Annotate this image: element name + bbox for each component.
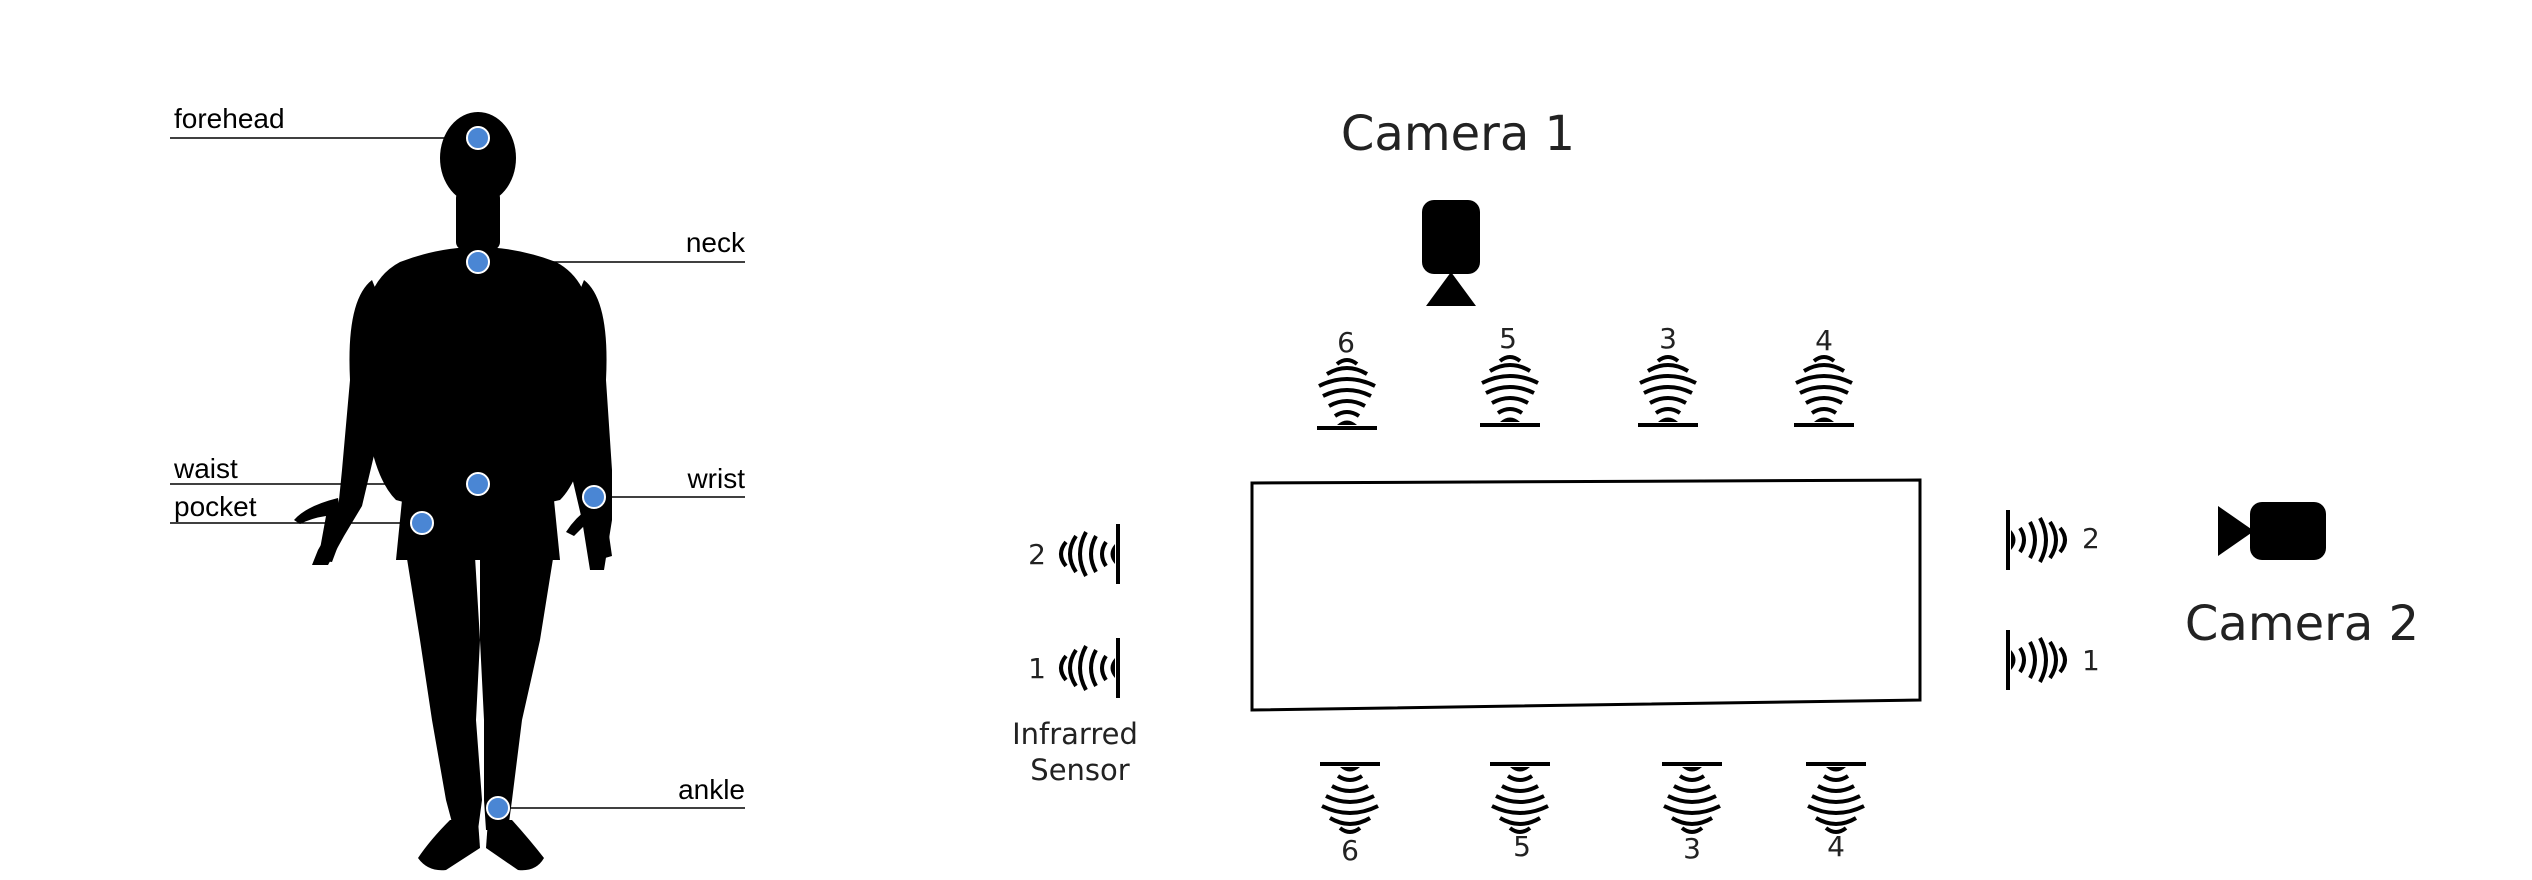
camera-1-label: Camera 1 (1341, 106, 1575, 162)
top-sensor-label: 3 (1659, 322, 1677, 355)
label-pocket: pocket (174, 491, 257, 522)
bottom-sensor-label: 6 (1341, 834, 1359, 867)
camera-1-icon (1422, 200, 1480, 306)
human-silhouette (294, 112, 612, 871)
label-neck: neck (686, 227, 746, 258)
bottom-sensor-label: 5 (1513, 830, 1531, 863)
label-ankle: ankle (678, 774, 745, 805)
sensor-dot-forehead (466, 126, 490, 150)
label-forehead: forehead (174, 103, 285, 134)
wave-sensor-icon (1059, 522, 1120, 586)
wave-sensor-icon (1488, 762, 1552, 834)
infrared-sensor-label: Sensor (1030, 753, 1129, 787)
bottom-sensor-label: 3 (1683, 832, 1701, 865)
label-wrist: wrist (686, 463, 745, 494)
leader-lines (170, 137, 745, 809)
top-sensor-label: 5 (1499, 322, 1517, 355)
sensor-dot-wrist (582, 485, 606, 509)
left-sensor-label: 2 (1028, 538, 1046, 571)
infrared-sensor-label: Infrarred (1012, 717, 1138, 751)
wave-sensor-icon (1318, 762, 1382, 834)
wave-sensor-icon (1478, 355, 1542, 427)
camera-2-label: Camera 2 (2185, 596, 2419, 652)
left-sensors: 2 1 Infrarred Sensor (1012, 522, 1138, 787)
wave-sensor-icon (1660, 762, 1724, 834)
right-sensor-label: 2 (2082, 522, 2100, 555)
top-sensor-label: 6 (1337, 326, 1355, 359)
wave-sensor-icon (1315, 358, 1379, 430)
sensor-dot-neck (466, 250, 490, 274)
left-sensor-label: 1 (1028, 652, 1046, 685)
bottom-sensors: 6 5 3 4 (1318, 762, 1868, 867)
room-outline (1250, 478, 1922, 712)
top-sensor-label: 4 (1815, 324, 1833, 357)
wave-sensor-icon (2006, 508, 2067, 572)
wave-sensor-icon (1804, 762, 1868, 834)
wave-sensor-icon (1792, 355, 1856, 427)
sensor-dot-pocket (410, 511, 434, 535)
sensor-dot-ankle (486, 796, 510, 820)
body-diagram: forehead neck waist pocket wrist ankle (170, 103, 746, 871)
bottom-sensor-label: 4 (1827, 830, 1845, 863)
label-waist: waist (173, 453, 238, 484)
wave-sensor-icon (1636, 355, 1700, 427)
wave-sensor-icon (1059, 636, 1120, 700)
right-sensors: 2 1 (2006, 508, 2100, 692)
right-sensor-label: 1 (2082, 644, 2100, 677)
camera-2-icon (2218, 502, 2326, 560)
room-diagram: Camera 1 6 5 3 4 6 5 3 4 (1012, 106, 2419, 867)
body-sensors (410, 126, 606, 820)
sensor-dot-waist (466, 472, 490, 496)
wave-sensor-icon (2006, 628, 2067, 692)
top-sensors: 6 5 3 4 (1315, 322, 1856, 430)
